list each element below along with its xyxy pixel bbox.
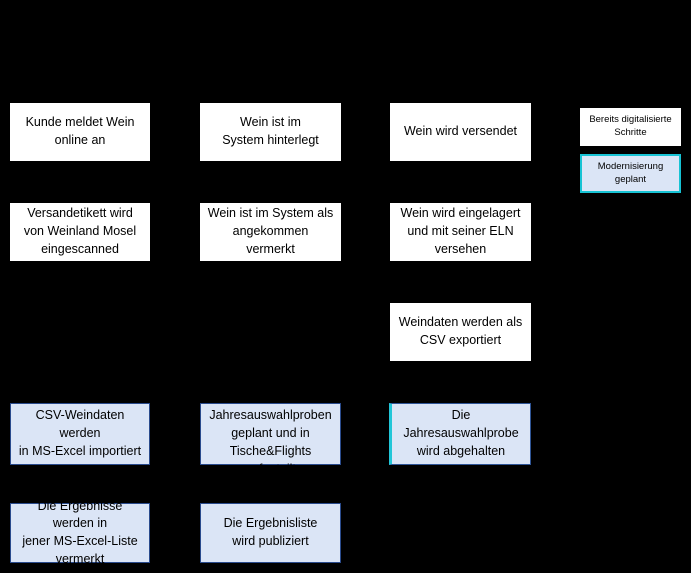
node-ergebnisliste-publiziert[interactable]: Die Ergebnisliste wird publiziert — [200, 503, 341, 563]
node-csv-importiert[interactable]: CSV-Weindaten werden in MS-Excel importi… — [10, 403, 150, 465]
node-angekommen-vermerkt[interactable]: Wein ist im System als angekommen vermer… — [200, 203, 341, 261]
node-jahresauswahlproben-geplant[interactable]: In MS-Excel werden Jahresauswahlproben g… — [200, 391, 341, 476]
node-wein-eingelagert[interactable]: Wein wird eingelagert und mit seiner ELN… — [390, 203, 531, 261]
node-csv-exportiert[interactable]: Weindaten werden als CSV exportiert — [390, 303, 531, 361]
node-kunde-meldet-wein[interactable]: Kunde meldet Wein online an — [10, 103, 150, 161]
legend-planned: Modernisierung geplant — [580, 154, 681, 193]
node-jahresauswahlprobe-abgehalten[interactable]: Die Jahresauswahlprobe wird abgehalten — [389, 403, 531, 465]
legend-done: Bereits digitalisierte Schritte — [580, 108, 681, 146]
node-wein-im-system[interactable]: Wein ist im System hinterlegt — [200, 103, 341, 161]
node-ergebnisse-vermerkt[interactable]: Die Ergebnisse werden in jener MS-Excel-… — [10, 499, 150, 566]
node-versandetikett[interactable]: Versandetikett wird von Weinland Mosel e… — [10, 203, 150, 261]
node-wein-versendet[interactable]: Wein wird versendet — [390, 103, 531, 161]
